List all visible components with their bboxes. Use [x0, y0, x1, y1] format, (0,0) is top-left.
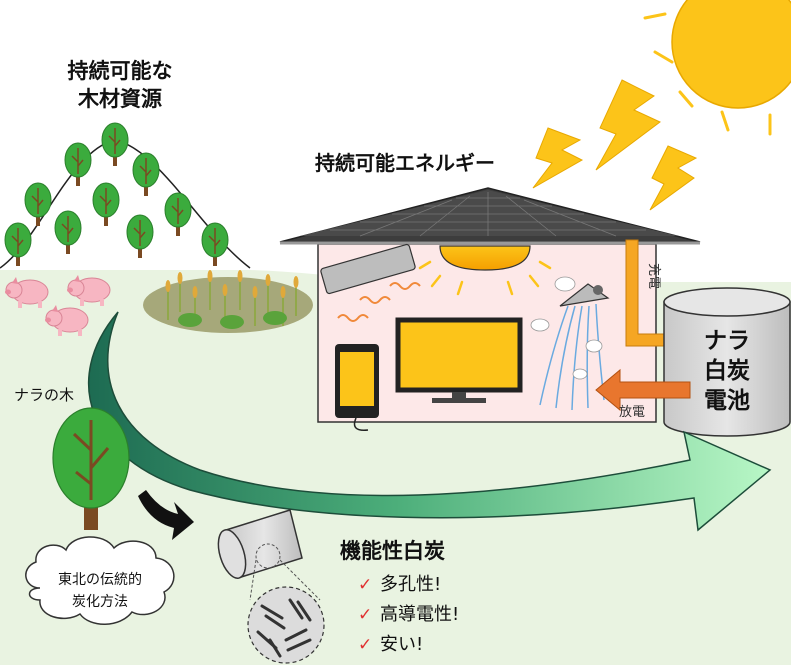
forest-title-line2: 木材資源: [77, 87, 162, 111]
black-curved-arrow: [138, 490, 194, 540]
battery-label-line1: ナラ: [704, 328, 750, 354]
forest-title-line1: 持続可能な: [68, 59, 173, 83]
smartphone: [335, 344, 379, 431]
discharge-arrow: [595, 368, 691, 412]
feature-check-2: ✓: [358, 605, 372, 625]
television: [395, 317, 523, 403]
shower: [530, 276, 610, 411]
ceiling-lamp: [418, 245, 552, 296]
feature-item-3: 安い!: [380, 634, 423, 655]
nara-charcoal-battery: [663, 287, 791, 437]
battery-label-line3: 電池: [704, 388, 750, 414]
feature-check-1: ✓: [358, 575, 372, 595]
tradition-label-line2: 炭化方法: [72, 594, 128, 610]
feature-check-3: ✓: [358, 635, 372, 655]
lightning-bolts: [532, 79, 698, 211]
porous-structure-zoom: [247, 586, 325, 664]
nara-tree: [52, 407, 130, 530]
battery-label-line2: 白炭: [704, 357, 750, 384]
charcoal-log: [217, 509, 321, 601]
charge-label: 充電: [646, 263, 662, 289]
energy-title: 持続可能エネルギー: [315, 151, 495, 175]
tradition-label-line1: 東北の伝統的: [58, 572, 142, 588]
feature-list: ✓ 多孔性! ✓ 高導電性! ✓ 安い!: [358, 574, 459, 655]
air-conditioner: [320, 243, 421, 322]
feature-item-2: 高導電性!: [380, 604, 459, 625]
crop-field: [143, 269, 313, 333]
nara-tree-label: ナラの木: [14, 386, 74, 404]
charcoal-title: 機能性白炭: [340, 539, 445, 563]
big-curved-arrow: [87, 311, 772, 532]
tradition-cloud: [25, 536, 175, 625]
discharge-label: 放電: [619, 405, 645, 420]
feature-item-1: 多孔性!: [380, 574, 441, 595]
sun: [643, 0, 791, 136]
